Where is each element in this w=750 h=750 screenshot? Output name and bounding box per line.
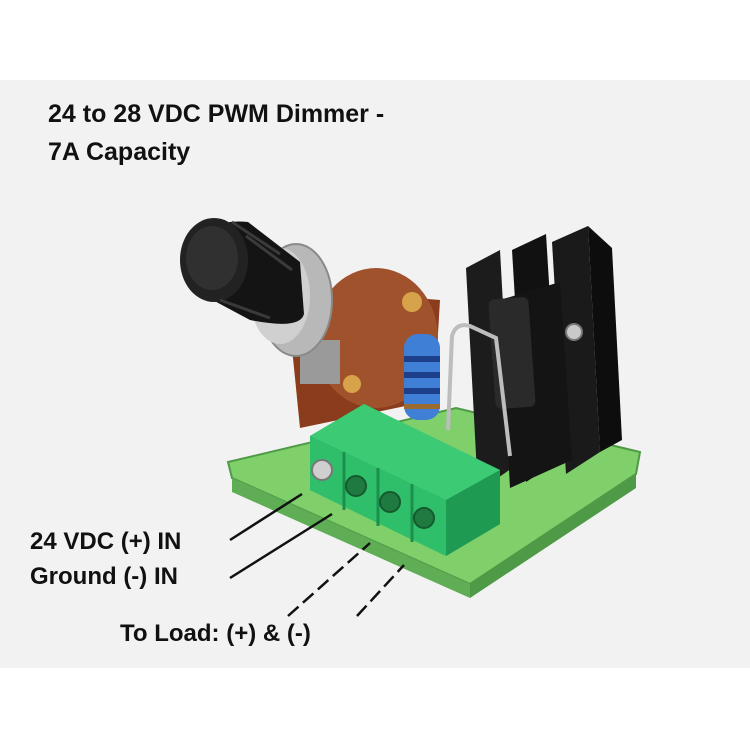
heatsink	[466, 226, 622, 492]
terminal-screws	[311, 459, 435, 529]
title-line-2: 7A Capacity	[48, 138, 191, 166]
callout-lines	[229, 492, 405, 617]
jumper-wire	[446, 323, 512, 457]
callout-line-positive	[229, 492, 303, 542]
terminal-block	[310, 404, 500, 556]
heatsink-screw	[565, 323, 583, 341]
pcb-board-edge	[232, 478, 470, 598]
title-line-1: 24 to 28 VDC PWM Dimmer -	[48, 100, 385, 128]
resistor	[404, 334, 440, 420]
callout-line-load-negative	[356, 564, 405, 617]
callout-input-ground: Ground (-) IN	[30, 563, 178, 590]
callout-input-positive: 24 VDC (+) IN	[30, 528, 182, 555]
callout-line-ground	[229, 512, 333, 580]
callout-load: To Load: (+) & (-)	[120, 620, 311, 647]
pcb-board-edge-right	[470, 474, 636, 598]
knob	[180, 218, 304, 324]
callout-line-load-positive	[287, 542, 371, 617]
